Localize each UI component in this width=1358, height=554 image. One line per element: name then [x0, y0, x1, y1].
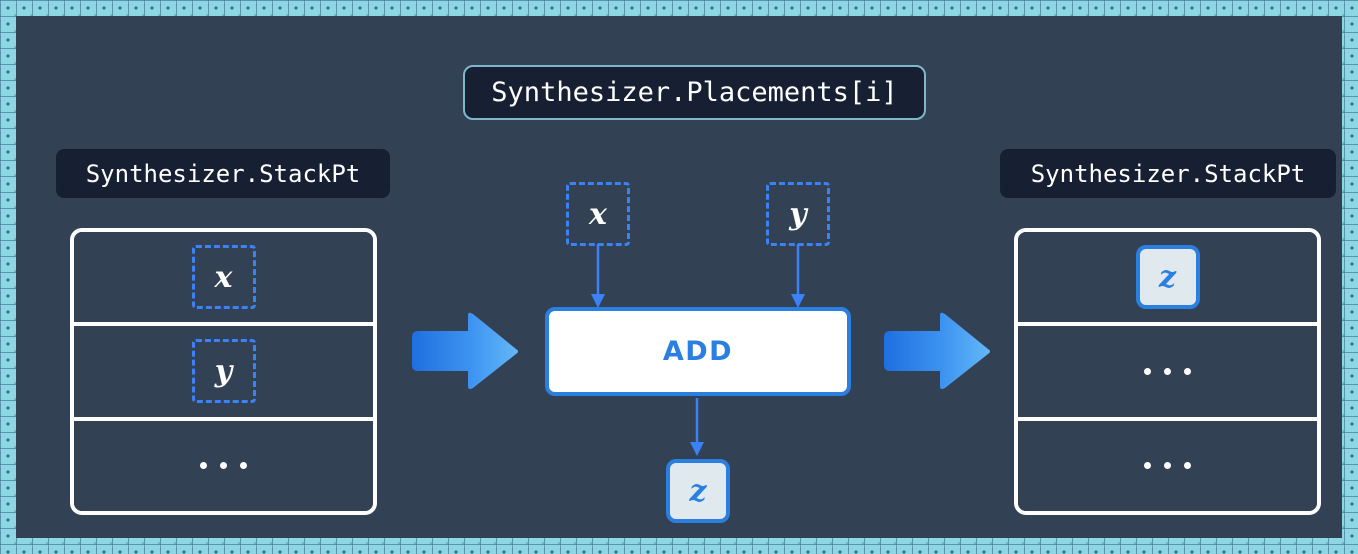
- ellipsis-icon: [1144, 462, 1191, 470]
- left-stack-label: Synthesizer.StackPt: [56, 149, 390, 198]
- right-stack-cell-1: [1018, 322, 1317, 417]
- operand-chip-y: y: [766, 182, 830, 246]
- page-title: Synthesizer.Placements[i]: [463, 65, 926, 120]
- left-stack-cell-0: x: [74, 232, 373, 323]
- op-to-stack-arrow: [880, 311, 992, 391]
- solid-chip-z: z: [1135, 245, 1200, 310]
- ellipsis-icon: [200, 462, 247, 470]
- ghost-chip-x: x: [191, 245, 256, 310]
- right-stack-box: z: [1014, 228, 1321, 515]
- y-to-add-arrow: [788, 244, 810, 315]
- left-stack-cell-2: [74, 416, 373, 511]
- result-chip-z: z: [666, 459, 730, 523]
- right-stack-label: Synthesizer.StackPt: [1000, 149, 1336, 198]
- result-chip-wrapper: z: [666, 459, 730, 523]
- operand-chip-x: x: [566, 182, 630, 246]
- left-stack-box: x y: [70, 228, 377, 515]
- right-stack-cell-0: z: [1018, 232, 1317, 323]
- operation-box-add[interactable]: ADD: [545, 307, 851, 396]
- x-to-add-arrow: [588, 244, 610, 315]
- operand-y-value: y: [766, 182, 830, 246]
- right-stack-cell-2: [1018, 416, 1317, 511]
- left-stack-cell-1: y: [74, 322, 373, 417]
- add-to-z-arrow: [687, 398, 709, 463]
- ghost-chip-y: y: [191, 339, 256, 404]
- diagram-canvas: Synthesizer.Placements[i] Synthesizer.St…: [16, 16, 1342, 538]
- stack-to-op-arrow: [408, 311, 520, 391]
- ellipsis-icon: [1144, 367, 1191, 375]
- operand-x-value: x: [566, 182, 630, 246]
